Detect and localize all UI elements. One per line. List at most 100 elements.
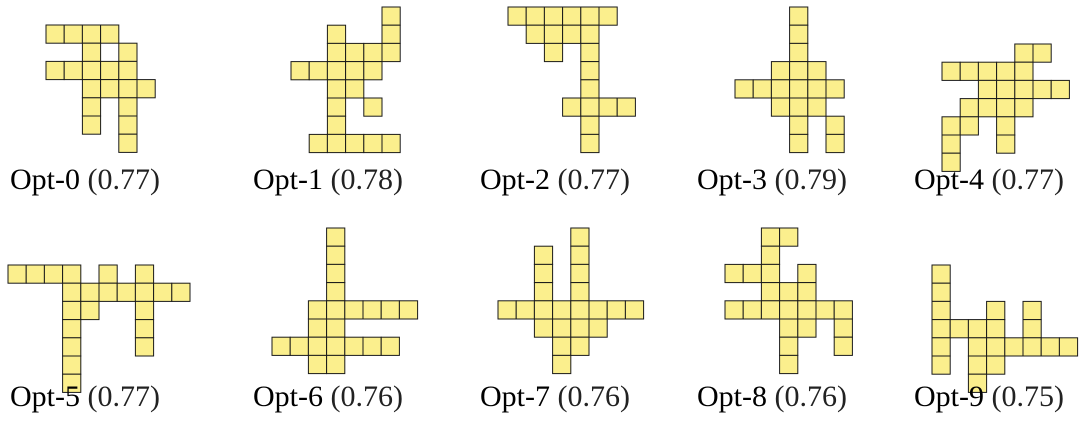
grid-cell — [1004, 337, 1024, 357]
grid-cell — [100, 24, 120, 44]
grid-cell — [996, 79, 1016, 100]
option-score: (0.77) — [87, 163, 160, 196]
grid-cell — [1022, 337, 1042, 357]
grid-cell — [290, 61, 310, 81]
grid-cell — [307, 318, 328, 338]
option-shape-9 — [931, 264, 1079, 393]
grid-cell — [362, 300, 382, 320]
grid-cell — [779, 318, 799, 338]
grid-cell — [326, 282, 346, 302]
grid-cell — [134, 282, 155, 302]
grid-cell — [344, 336, 364, 356]
grid-cell — [25, 264, 45, 284]
grid-cell — [789, 115, 809, 135]
option-name: Opt-5 — [10, 380, 80, 413]
grid-cell — [45, 24, 65, 44]
option-shape-1 — [290, 6, 401, 154]
grid-cell — [43, 264, 64, 284]
grid-cell — [81, 42, 102, 62]
grid-cell — [326, 300, 346, 320]
grid-cell — [118, 97, 138, 117]
option-shape-8 — [724, 227, 853, 375]
option-name: Opt-1 — [253, 163, 323, 196]
option-score: (0.77) — [991, 163, 1064, 196]
grid-cell — [326, 115, 347, 135]
grid-cell — [326, 318, 346, 338]
grid-cell — [363, 61, 383, 81]
grid-cell — [941, 134, 961, 154]
grid-cell — [833, 300, 853, 320]
option-label-9: Opt-9 (0.75) — [914, 380, 1064, 414]
grid-cell — [570, 263, 590, 284]
grid-cell — [616, 97, 636, 117]
grid-cell — [931, 282, 951, 302]
grid-cell — [760, 282, 781, 302]
grid-cell — [570, 300, 590, 320]
grid-cell — [977, 61, 998, 81]
grid-cell — [789, 24, 809, 44]
grid-cell — [949, 319, 969, 339]
grid-cell — [62, 300, 82, 321]
grid-cell — [807, 97, 827, 117]
option-name: Opt-4 — [914, 163, 984, 196]
grid-cell — [770, 97, 791, 117]
grid-cell — [81, 24, 102, 44]
grid-cell — [118, 115, 138, 135]
grid-cell — [344, 300, 364, 320]
grid-cell — [289, 336, 309, 356]
grid-cell — [1022, 319, 1042, 339]
grid-cell — [345, 133, 365, 154]
grid-cell — [580, 42, 600, 63]
grid-cell — [624, 300, 645, 320]
grid-cell — [326, 336, 346, 356]
grid-cell — [533, 318, 554, 338]
grid-cell — [507, 6, 527, 26]
option-label-2: Opt-2 (0.77) — [480, 163, 630, 197]
option-name: Opt-8 — [697, 380, 767, 413]
grid-cell — [118, 133, 138, 153]
grid-cell — [81, 115, 102, 135]
grid-cell — [525, 6, 545, 26]
grid-cell — [363, 97, 383, 117]
grid-cell — [98, 264, 118, 284]
grid-cell — [81, 79, 102, 99]
grid-cell — [326, 79, 347, 99]
grid-cell — [825, 79, 845, 99]
grid-cell — [967, 355, 988, 375]
grid-cell — [398, 300, 419, 320]
grid-cell — [580, 61, 600, 81]
grid-cell — [1032, 43, 1052, 63]
option-score: (0.75) — [991, 380, 1064, 413]
option-score: (0.77) — [87, 380, 160, 413]
option-shape-3 — [734, 6, 845, 154]
grid-cell — [941, 116, 961, 136]
grid-cell — [308, 133, 328, 154]
grid-cell — [986, 355, 1006, 375]
grid-cell — [752, 79, 772, 99]
grid-cell — [552, 318, 572, 338]
grid-cell — [986, 337, 1006, 357]
grid-cell — [1040, 337, 1060, 357]
grid-cell — [381, 24, 401, 44]
grid-cell — [570, 245, 590, 265]
grid-cell — [7, 264, 27, 284]
option-name: Opt-0 — [10, 163, 80, 196]
grid-cell — [742, 263, 762, 284]
grid-cell — [959, 98, 979, 118]
grid-cell — [326, 133, 347, 154]
grid-cell — [62, 373, 82, 393]
grid-cell — [562, 6, 582, 26]
grid-cell — [760, 263, 781, 284]
grid-cell — [760, 227, 781, 247]
grid-cell — [381, 42, 401, 63]
grid-cell — [779, 227, 799, 247]
grid-cell — [986, 319, 1006, 339]
grid-cell — [807, 79, 827, 99]
grid-cell — [380, 336, 400, 356]
grid-cell — [789, 133, 809, 154]
grid-cell — [977, 79, 998, 100]
grid-cell — [959, 61, 979, 81]
grid-cell — [1014, 98, 1034, 118]
grid-cell — [996, 116, 1016, 136]
grid-cell — [134, 319, 155, 339]
